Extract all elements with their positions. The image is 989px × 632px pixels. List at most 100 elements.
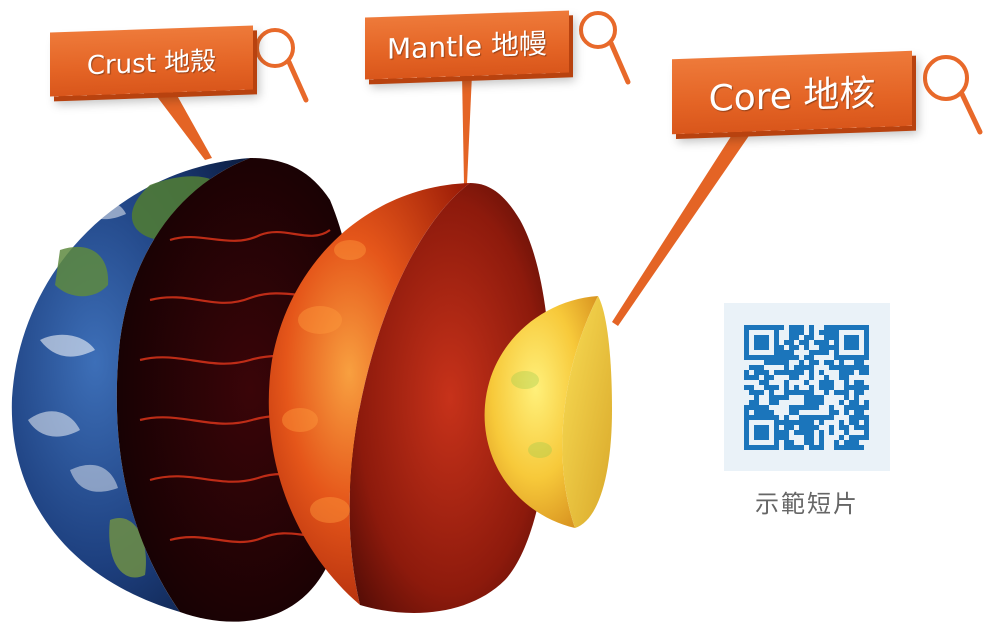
qr-module — [794, 405, 799, 410]
qr-module — [799, 365, 804, 370]
cloud — [70, 464, 118, 492]
qr-module — [784, 395, 789, 400]
qr-module — [824, 335, 829, 340]
qr-module — [819, 430, 824, 435]
cloud — [80, 200, 126, 220]
qr-module — [764, 380, 769, 385]
qr-module — [799, 325, 804, 330]
qr-module — [829, 405, 834, 410]
qr-module — [764, 360, 769, 365]
qr-module — [749, 400, 754, 405]
qr-module — [754, 400, 759, 405]
qr-module — [819, 420, 824, 425]
qr-module — [809, 350, 814, 355]
core-label[interactable]: Core 地核 — [672, 50, 912, 135]
land-mass — [109, 518, 146, 578]
qr-module — [749, 375, 754, 380]
qr-module — [804, 355, 809, 360]
qr-module — [859, 425, 864, 430]
qr-module — [844, 425, 849, 430]
qr-module — [804, 340, 809, 345]
qr-module — [839, 390, 844, 395]
qr-module — [784, 415, 789, 420]
qr-module — [794, 355, 799, 360]
qr-module — [859, 365, 864, 370]
qr-module — [784, 390, 789, 395]
qr-module — [864, 420, 869, 425]
qr-module — [784, 445, 789, 450]
qr-module — [749, 385, 754, 390]
qr-module — [864, 370, 869, 375]
qr-module — [809, 330, 814, 335]
mantle-magnifier-icon[interactable] — [579, 11, 631, 85]
mantle-label[interactable]: Mantle 地幔 — [365, 10, 569, 80]
qr-module — [799, 445, 804, 450]
qr-module — [859, 385, 864, 390]
mantle-texture — [282, 408, 318, 432]
qr-module — [774, 370, 779, 375]
qr-module — [849, 445, 854, 450]
qr-module — [809, 375, 814, 380]
qr-module — [779, 420, 784, 425]
qr-module — [774, 395, 779, 400]
qr-module — [754, 365, 759, 370]
qr-module — [854, 385, 859, 390]
qr-module — [789, 390, 794, 395]
qr-module — [844, 405, 849, 410]
qr-module — [794, 385, 799, 390]
crust-magnifier-icon[interactable] — [255, 28, 309, 103]
qr-module — [844, 440, 849, 445]
qr-module — [854, 445, 859, 450]
qr-module — [789, 375, 794, 380]
core-texture — [528, 442, 552, 458]
qr-module — [764, 370, 769, 375]
qr-module — [834, 365, 839, 370]
core-magnifier-icon[interactable] — [923, 55, 983, 135]
qr-module — [824, 360, 829, 365]
qr-module — [859, 410, 864, 415]
qr-module — [799, 360, 804, 365]
qr-code[interactable] — [724, 303, 890, 471]
qr-module — [779, 430, 784, 435]
qr-module — [789, 345, 794, 350]
qr-module — [849, 405, 854, 410]
qr-module — [769, 375, 774, 380]
qr-module — [774, 385, 779, 390]
crust-label[interactable]: Crust 地殼 — [50, 25, 253, 97]
qr-module — [849, 440, 854, 445]
qr-module — [854, 435, 859, 440]
qr-module — [784, 355, 789, 360]
qr-module — [849, 400, 854, 405]
qr-module — [784, 425, 789, 430]
qr-module — [749, 405, 754, 410]
mantle-texture — [298, 306, 342, 334]
qr-module — [759, 380, 764, 385]
qr-module — [814, 425, 819, 430]
qr-module — [759, 365, 764, 370]
qr-module — [809, 365, 814, 370]
qr-module — [804, 345, 809, 350]
qr-module — [809, 385, 814, 390]
qr-module — [859, 360, 864, 365]
qr-module — [824, 330, 829, 335]
qr-module — [824, 375, 829, 380]
qr-module — [849, 365, 854, 370]
qr-module — [834, 390, 839, 395]
qr-module — [809, 360, 814, 365]
qr-module — [759, 405, 764, 410]
qr-module — [864, 435, 869, 440]
qr-module — [844, 390, 849, 395]
qr-module — [829, 345, 834, 350]
qr-module — [829, 430, 834, 435]
qr-module — [864, 415, 869, 420]
qr-module — [794, 325, 799, 330]
qr-module — [784, 340, 789, 345]
mantle-surface — [268, 183, 470, 605]
qr-module — [744, 370, 749, 375]
qr-module — [779, 325, 784, 330]
qr-module — [754, 395, 759, 400]
mantle-layer — [268, 183, 551, 613]
qr-module — [749, 390, 754, 395]
qr-module — [859, 415, 864, 420]
qr-module — [754, 410, 759, 415]
